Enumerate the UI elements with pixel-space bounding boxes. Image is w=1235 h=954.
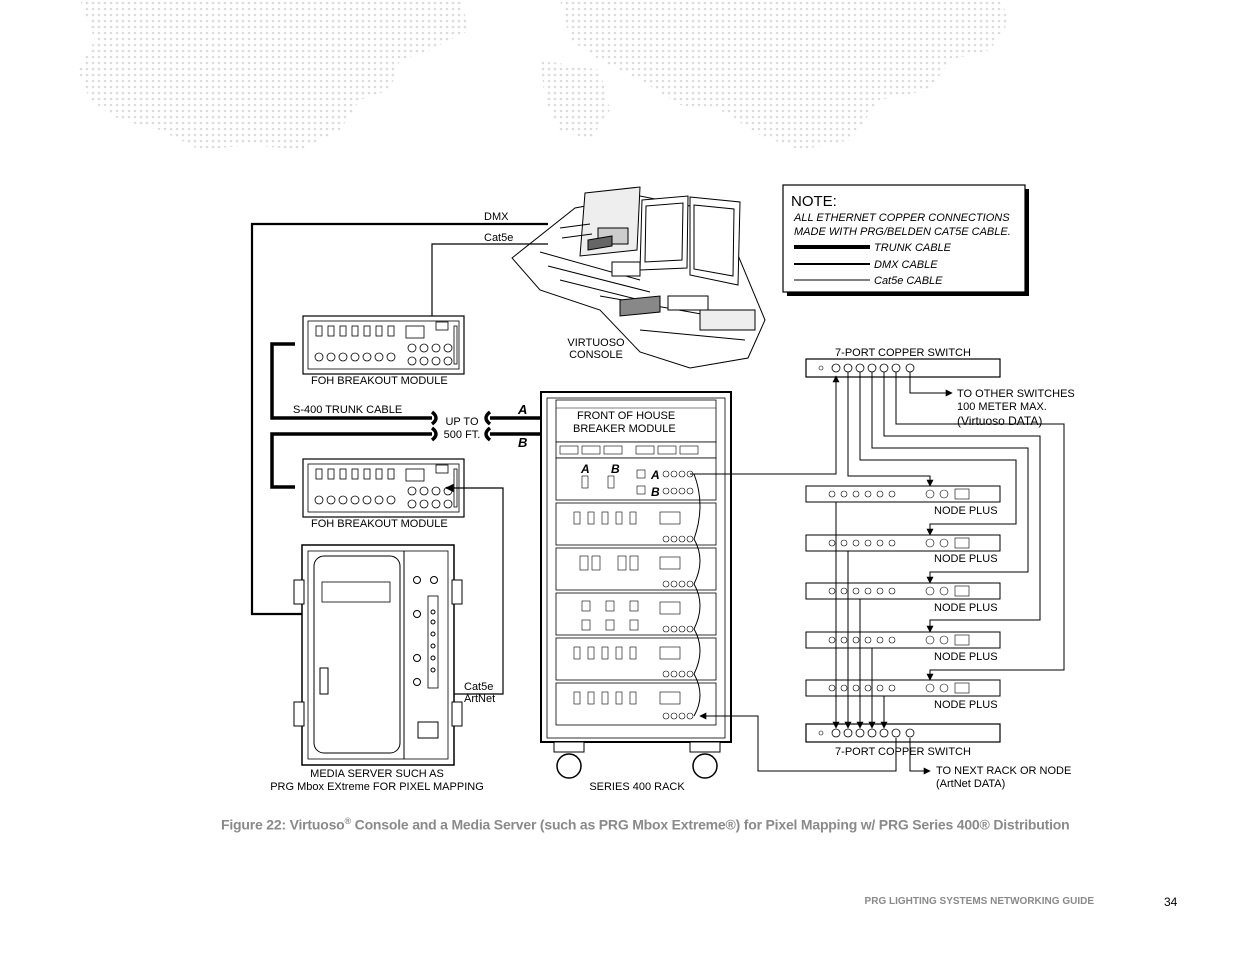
media-label-line-2: PRG Mbox EXtreme FOR PIXEL MAPPING: [270, 781, 484, 793]
next-rack-label: TO NEXT RACK OR NODE: [936, 765, 1071, 777]
rack-port-a-label: A: [650, 468, 660, 482]
switch-top: [805, 358, 1001, 378]
console-label-line-1: VIRTUOSO: [567, 337, 625, 349]
artnet-data-lines: [699, 502, 931, 775]
node-plus-label-2: NODE PLUS: [934, 553, 998, 565]
up-to-label: UP TO: [445, 416, 478, 428]
rack-a-label: A: [580, 462, 590, 476]
cat5e-console-cable: [427, 243, 548, 342]
media-server: [293, 544, 463, 766]
switch-bottom-label: 7-PORT COPPER SWITCH: [835, 746, 971, 758]
to-other-switches-line: [909, 372, 953, 397]
trunk-cables: [270, 342, 545, 489]
legend-dmx-label: DMX CABLE: [874, 259, 938, 271]
world-map-decoration: [78, 0, 1010, 150]
rack-label: SERIES 400 RACK: [589, 781, 685, 793]
rack-port-b-label: B: [651, 485, 660, 499]
cat5e-artnet-cable: [445, 483, 504, 695]
distance-label: 500 FT.: [444, 429, 481, 441]
legend-cat5e-label: Cat5e CABLE: [874, 275, 943, 287]
console-label-line-2: CONSOLE: [569, 349, 623, 361]
breaker-label-line-2: BREAKER MODULE: [573, 423, 676, 435]
caption-registered-mark: ®: [344, 816, 352, 826]
caption-prefix: Figure 22:: [221, 816, 286, 833]
footer-page-number: 34: [1164, 895, 1178, 909]
node-plus-label-5: NODE PLUS: [934, 699, 998, 711]
foh-top-label: FOH BREAKOUT MODULE: [311, 375, 448, 387]
switch-bottom: [805, 723, 1001, 743]
artnet-label: ArtNet: [464, 693, 495, 705]
legend-trunk-label: TRUNK CABLE: [874, 242, 952, 254]
node-plus-label-4: NODE PLUS: [934, 651, 998, 663]
caption-rest: Console and a Media Server (such as PRG …: [350, 816, 1070, 833]
note-line-1: ALL ETHERNET COPPER CONNECTIONS: [793, 212, 1010, 224]
rack-b-label: B: [611, 462, 620, 476]
note-line-2: MADE WITH PRG/BELDEN CAT5E CABLE.: [794, 226, 1011, 238]
trunk-cable-label: S-400 TRUNK CABLE: [293, 404, 402, 416]
series-400-rack: [540, 391, 732, 779]
cat5e-top-label: Cat5e: [484, 232, 513, 244]
virtuoso-console: [511, 186, 766, 369]
note-title: NOTE:: [791, 193, 837, 210]
trunk-a-label: A: [517, 402, 527, 417]
media-label-line-1: MEDIA SERVER SUCH AS: [310, 768, 444, 780]
trunk-b-label: B: [518, 435, 527, 450]
meter-max-label: 100 METER MAX.: [957, 401, 1047, 413]
foh-bottom-label: FOH BREAKOUT MODULE: [311, 518, 448, 530]
foh-breakout-bottom: [302, 458, 465, 518]
breaker-label-line-1: FRONT OF HOUSE: [577, 410, 675, 422]
virtuoso-data-label: (Virtuoso DATA): [957, 414, 1042, 428]
switch-top-label: 7-PORT COPPER SWITCH: [835, 347, 971, 359]
node-plus-label-1: NODE PLUS: [934, 505, 998, 517]
footer-guide-title: PRG LIGHTING SYSTEMS NETWORKING GUIDE: [864, 896, 1094, 907]
note-box: NOTE: ALL ETHERNET COPPER CONNECTIONS MA…: [782, 184, 1029, 296]
figure-caption: Figure 22: Virtuoso® Console and a Media…: [221, 816, 1121, 833]
foh-breakout-top: [302, 315, 465, 375]
caption-virtuoso: Virtuoso: [289, 816, 345, 833]
node-plus-units: [805, 485, 1001, 697]
other-switches-label: TO OTHER SWITCHES: [957, 388, 1075, 400]
artnet-data-label: (ArtNet DATA): [936, 778, 1005, 790]
cat5e-media-label: Cat5e: [464, 681, 493, 693]
node-plus-label-3: NODE PLUS: [934, 602, 998, 614]
rack-to-switch-line: [690, 375, 840, 475]
virtuoso-data-lines: [847, 372, 1065, 681]
dmx-label: DMX: [484, 211, 509, 223]
